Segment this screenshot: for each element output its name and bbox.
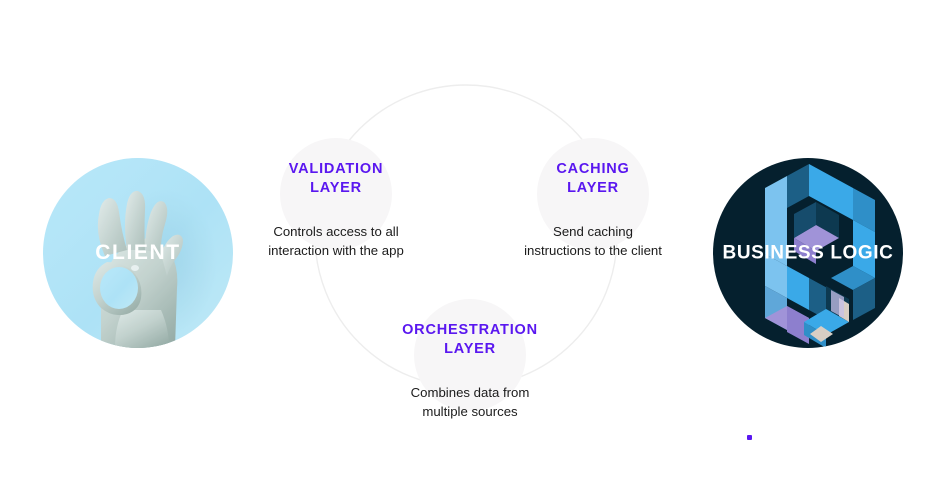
decorative-dot <box>747 435 752 440</box>
layer-description-validation: Controls access to all interaction with … <box>268 224 404 258</box>
layer-title-caching: CACHING LAYER <box>556 161 630 196</box>
client-node[interactable]: CLIENT <box>43 158 233 348</box>
layer-node-validation[interactable]: VALIDATION LAYER Controls access to all … <box>221 138 451 261</box>
hand-ok-gesture-photo <box>43 158 233 348</box>
layer-title-orchestration: ORCHESTRATION LAYER <box>402 322 538 357</box>
layer-description-orchestration: Combines data from multiple sources <box>410 385 530 419</box>
business-logic-node[interactable]: BUSINESS LOGIC <box>713 158 903 348</box>
layer-halo-validation <box>280 138 392 250</box>
layer-title-validation: VALIDATION LAYER <box>288 161 384 196</box>
layer-node-caching[interactable]: CACHING LAYER Send caching instructions … <box>478 138 708 261</box>
layer-halo-caching <box>537 138 649 250</box>
layer-description-caching: Send caching instructions to the client <box>524 224 662 258</box>
layer-halo-orchestration <box>414 299 526 411</box>
isometric-blocks-graphic <box>713 158 903 348</box>
layer-node-orchestration[interactable]: ORCHESTRATION LAYER Combines data from m… <box>355 299 585 422</box>
